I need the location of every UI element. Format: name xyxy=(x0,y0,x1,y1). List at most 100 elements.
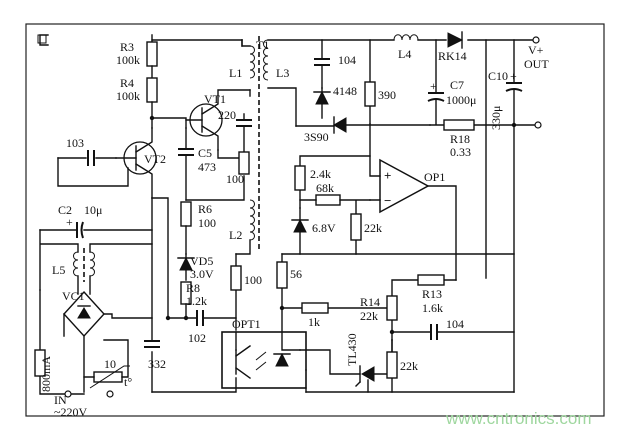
op1-plus: + xyxy=(384,168,391,183)
l2-ref: L2 xyxy=(229,228,242,242)
winding-l2 xyxy=(249,199,255,241)
diode-rk14 xyxy=(447,32,464,48)
diode-4148 xyxy=(315,90,329,105)
c7-value: 1000μ xyxy=(446,93,476,107)
r6-value: 100 xyxy=(198,216,216,230)
c2-value: 10μ xyxy=(84,203,102,217)
fuse-800ma xyxy=(34,349,46,377)
tl430-ref: TL430 xyxy=(345,333,359,366)
resistor-r13 xyxy=(417,274,445,286)
r3-ref: R3 xyxy=(120,40,134,54)
resistor-22k-op xyxy=(350,213,362,241)
r13-value: 1.6k xyxy=(422,301,443,315)
op1-ref: OP1 xyxy=(424,170,445,184)
c103-value: 103 xyxy=(66,136,84,150)
r3-value: 100k xyxy=(116,53,140,67)
watermark-text: www.cntronics.com xyxy=(445,409,591,428)
diagram-border xyxy=(25,23,605,417)
r68k-value: 68k xyxy=(316,181,334,195)
diode-3s90 xyxy=(333,117,347,133)
resistor-68k xyxy=(315,194,341,206)
resistor-1k xyxy=(301,302,329,314)
c5-ref: C5 xyxy=(198,146,212,160)
regulator-tl430 xyxy=(361,366,375,382)
c5-value: 473 xyxy=(198,160,216,174)
r56-value: 56 xyxy=(290,267,302,281)
r4-ref: R4 xyxy=(120,76,134,90)
c10-ref: C10 xyxy=(488,69,508,83)
fuse-value: 800mA xyxy=(39,356,53,392)
c2-ref: C2 xyxy=(58,203,72,217)
inductor-l4 xyxy=(393,34,419,41)
rk14-ref: RK14 xyxy=(438,49,467,63)
c220-value: 220 xyxy=(218,108,236,122)
svg-text:t°: t° xyxy=(124,375,132,389)
c7-ref: C7 xyxy=(450,78,464,92)
resistor-100-top xyxy=(238,151,250,175)
zener-vd5 xyxy=(179,256,193,271)
input-label: IN xyxy=(54,393,67,407)
thermistor-ntc xyxy=(93,371,123,383)
d4148-value: 4148 xyxy=(333,84,357,98)
l5-ref: L5 xyxy=(52,263,65,277)
r100-mid-value: 100 xyxy=(244,273,262,287)
resistor-2-4k xyxy=(294,165,306,191)
resistor-r14 xyxy=(386,295,398,321)
r13-ref: R13 xyxy=(422,287,442,301)
opt1-ref: OPT1 xyxy=(232,317,261,331)
winding-l5-a xyxy=(73,251,79,277)
r18-ref: R18 xyxy=(450,132,470,146)
r14-value: 22k xyxy=(360,309,378,323)
output-terminal-minus xyxy=(534,121,542,129)
input-terminal-2 xyxy=(106,390,114,398)
l3-ref: L3 xyxy=(276,66,289,80)
vd5-value: 3.0V xyxy=(190,267,214,281)
r4-value: 100k xyxy=(116,89,140,103)
winding-l3 xyxy=(263,39,269,81)
c332-value: 332 xyxy=(148,357,166,371)
r8-ref: R8 xyxy=(186,281,200,295)
l4-ref: L4 xyxy=(398,47,411,61)
svg-text:+: + xyxy=(430,79,437,93)
r22k-op-value: 22k xyxy=(364,221,382,235)
resistor-r4 xyxy=(146,77,158,103)
vc1-ref: VC1 xyxy=(62,289,85,303)
ntc-value: 10 xyxy=(104,357,116,371)
resistor-r18 xyxy=(443,119,475,131)
r6-ref: R6 xyxy=(198,202,212,216)
c104-bot-value: 104 xyxy=(446,317,464,331)
q3s90-value: 3S90 xyxy=(304,130,329,144)
svg-text:+: + xyxy=(66,215,73,229)
input-terminal-1 xyxy=(64,390,72,398)
corner-marker xyxy=(37,34,47,44)
r1k-value: 1k xyxy=(308,315,320,329)
resistor-390 xyxy=(364,81,376,107)
wire-top-rail xyxy=(39,34,243,46)
z6-8v-value: 6.8V xyxy=(312,221,336,235)
resistor-22k-bot xyxy=(386,351,398,379)
output-label: OUT xyxy=(524,57,549,71)
winding-l1 xyxy=(249,45,255,79)
opamp-op1 xyxy=(379,158,430,214)
r100-top-value: 100 xyxy=(226,172,244,186)
c10-value: 330μ xyxy=(489,106,503,130)
resistor-r3 xyxy=(146,41,158,67)
winding-l5-b xyxy=(89,251,95,277)
r390-value: 390 xyxy=(378,88,396,102)
r18-value: 0.33 xyxy=(450,145,471,159)
output-plus: V+ xyxy=(528,43,544,57)
c104-top-value: 104 xyxy=(338,53,356,67)
vd5-ref: VD5 xyxy=(190,254,213,268)
l1-ref: L1 xyxy=(229,66,242,80)
svg-text:+: + xyxy=(510,69,517,83)
c102-value: 102 xyxy=(188,331,206,345)
vt1-ref: VT1 xyxy=(204,92,226,106)
r14-ref: R14 xyxy=(360,295,380,309)
t1-ref: T1 xyxy=(256,38,269,52)
resistor-r6 xyxy=(180,201,192,227)
r8-value: 1.2k xyxy=(186,294,207,308)
op1-minus: − xyxy=(384,193,391,208)
output-terminal-plus xyxy=(532,36,540,44)
zener-6-8v xyxy=(293,218,307,233)
